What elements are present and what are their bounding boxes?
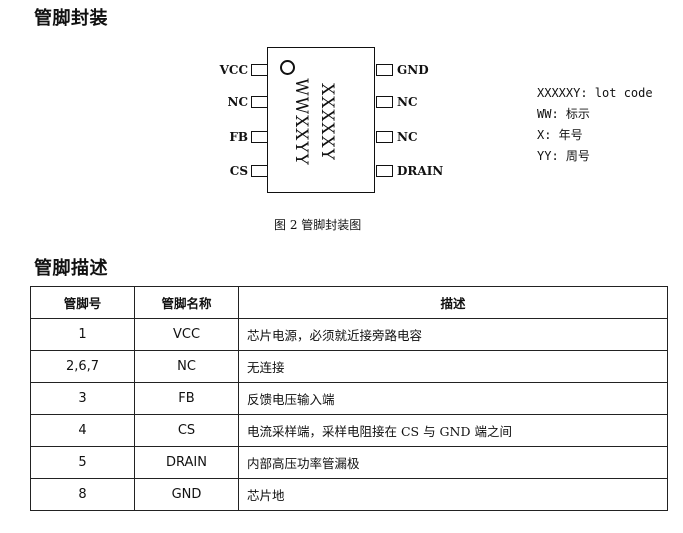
pin-7-lead [376,96,393,108]
table-header-row: 管脚号 管脚名称 描述 [30,286,668,319]
pin-description-cell: 内部高压功率管漏极 [238,446,668,479]
pin-number-cell: 1 [30,318,135,351]
pin-5-lead [376,165,393,177]
pin-label-fb: FB [229,130,248,144]
chip-body: XXXXXY WWXXYY [267,47,375,193]
pin-number-cell: 4 [30,414,135,447]
pin-description-cell: 芯片地 [238,478,668,511]
pin-label-nc-right-1: NC [397,95,418,109]
pin-1-lead [251,64,268,76]
table-row: 1 VCC 芯片电源，必须就近接旁路电容 [30,318,668,351]
pin-label-nc-left: NC [227,95,248,109]
pin-description-cell: 芯片电源，必须就近接旁路电容 [238,318,668,351]
pin-name-cell: FB [134,382,239,415]
pin-number-cell: 2,6,7 [30,350,135,383]
pin-label-gnd: GND [397,63,429,77]
section-title-pin-package: 管脚封装 [34,8,108,29]
legend-item: XXXXXY: lot code [537,86,653,100]
pin-label-vcc: VCC [219,63,248,77]
table-row: 5 DRAIN 内部高压功率管漏极 [30,446,668,479]
pin-name-cell: NC [134,350,239,383]
chip-marking-line2: WWXXYY [291,78,311,166]
pin-3-lead [251,131,268,143]
pin-number-cell: 8 [30,478,135,511]
pin-8-lead [376,64,393,76]
legend-item: X: 年号 [537,128,583,142]
table-row: 8 GND 芯片地 [30,478,668,511]
pin-name-cell: GND [134,478,239,511]
pin-6-lead [376,131,393,143]
pin-description-cell: 电流采样端，采样电阻接在 CS 与 GND 端之间 [238,414,668,447]
pin-number-cell: 5 [30,446,135,479]
pin-label-nc-right-2: NC [397,130,418,144]
pin-2-lead [251,96,268,108]
section-title-pin-description: 管脚描述 [34,258,108,279]
pin-description-cell: 反馈电压输入端 [238,382,668,415]
pin1-marker-icon [280,60,295,75]
pin-label-cs: CS [229,164,248,178]
column-header-pin-name: 管脚名称 [134,286,239,319]
pin-name-cell: CS [134,414,239,447]
column-header-pin-number: 管脚号 [30,286,135,319]
pin-4-lead [251,165,268,177]
pin-name-cell: DRAIN [134,446,239,479]
table-row: 4 CS 电流采样端，采样电阻接在 CS 与 GND 端之间 [30,414,668,447]
legend-item: WW: 标示 [537,107,590,121]
pin-description-table: 管脚号 管脚名称 描述 1 VCC 芯片电源，必须就近接旁路电容 2,6,7 N… [30,286,668,511]
table-row: 3 FB 反馈电压输入端 [30,382,668,415]
pin-name-cell: VCC [134,318,239,351]
table-row: 2,6,7 NC 无连接 [30,350,668,383]
column-header-description: 描述 [238,286,668,319]
pin-number-cell: 3 [30,382,135,415]
marking-legend: XXXXXY: lot code WW: 标示 X: 年号 YY: 周号 [537,83,653,167]
chip-marking-line1: XXXXXY [317,83,337,161]
pin-label-drain: DRAIN [397,164,444,178]
legend-item: YY: 周号 [537,149,590,163]
pin-description-cell: 无连接 [238,350,668,383]
figure-caption: 图 2 管脚封装图 [274,218,362,232]
